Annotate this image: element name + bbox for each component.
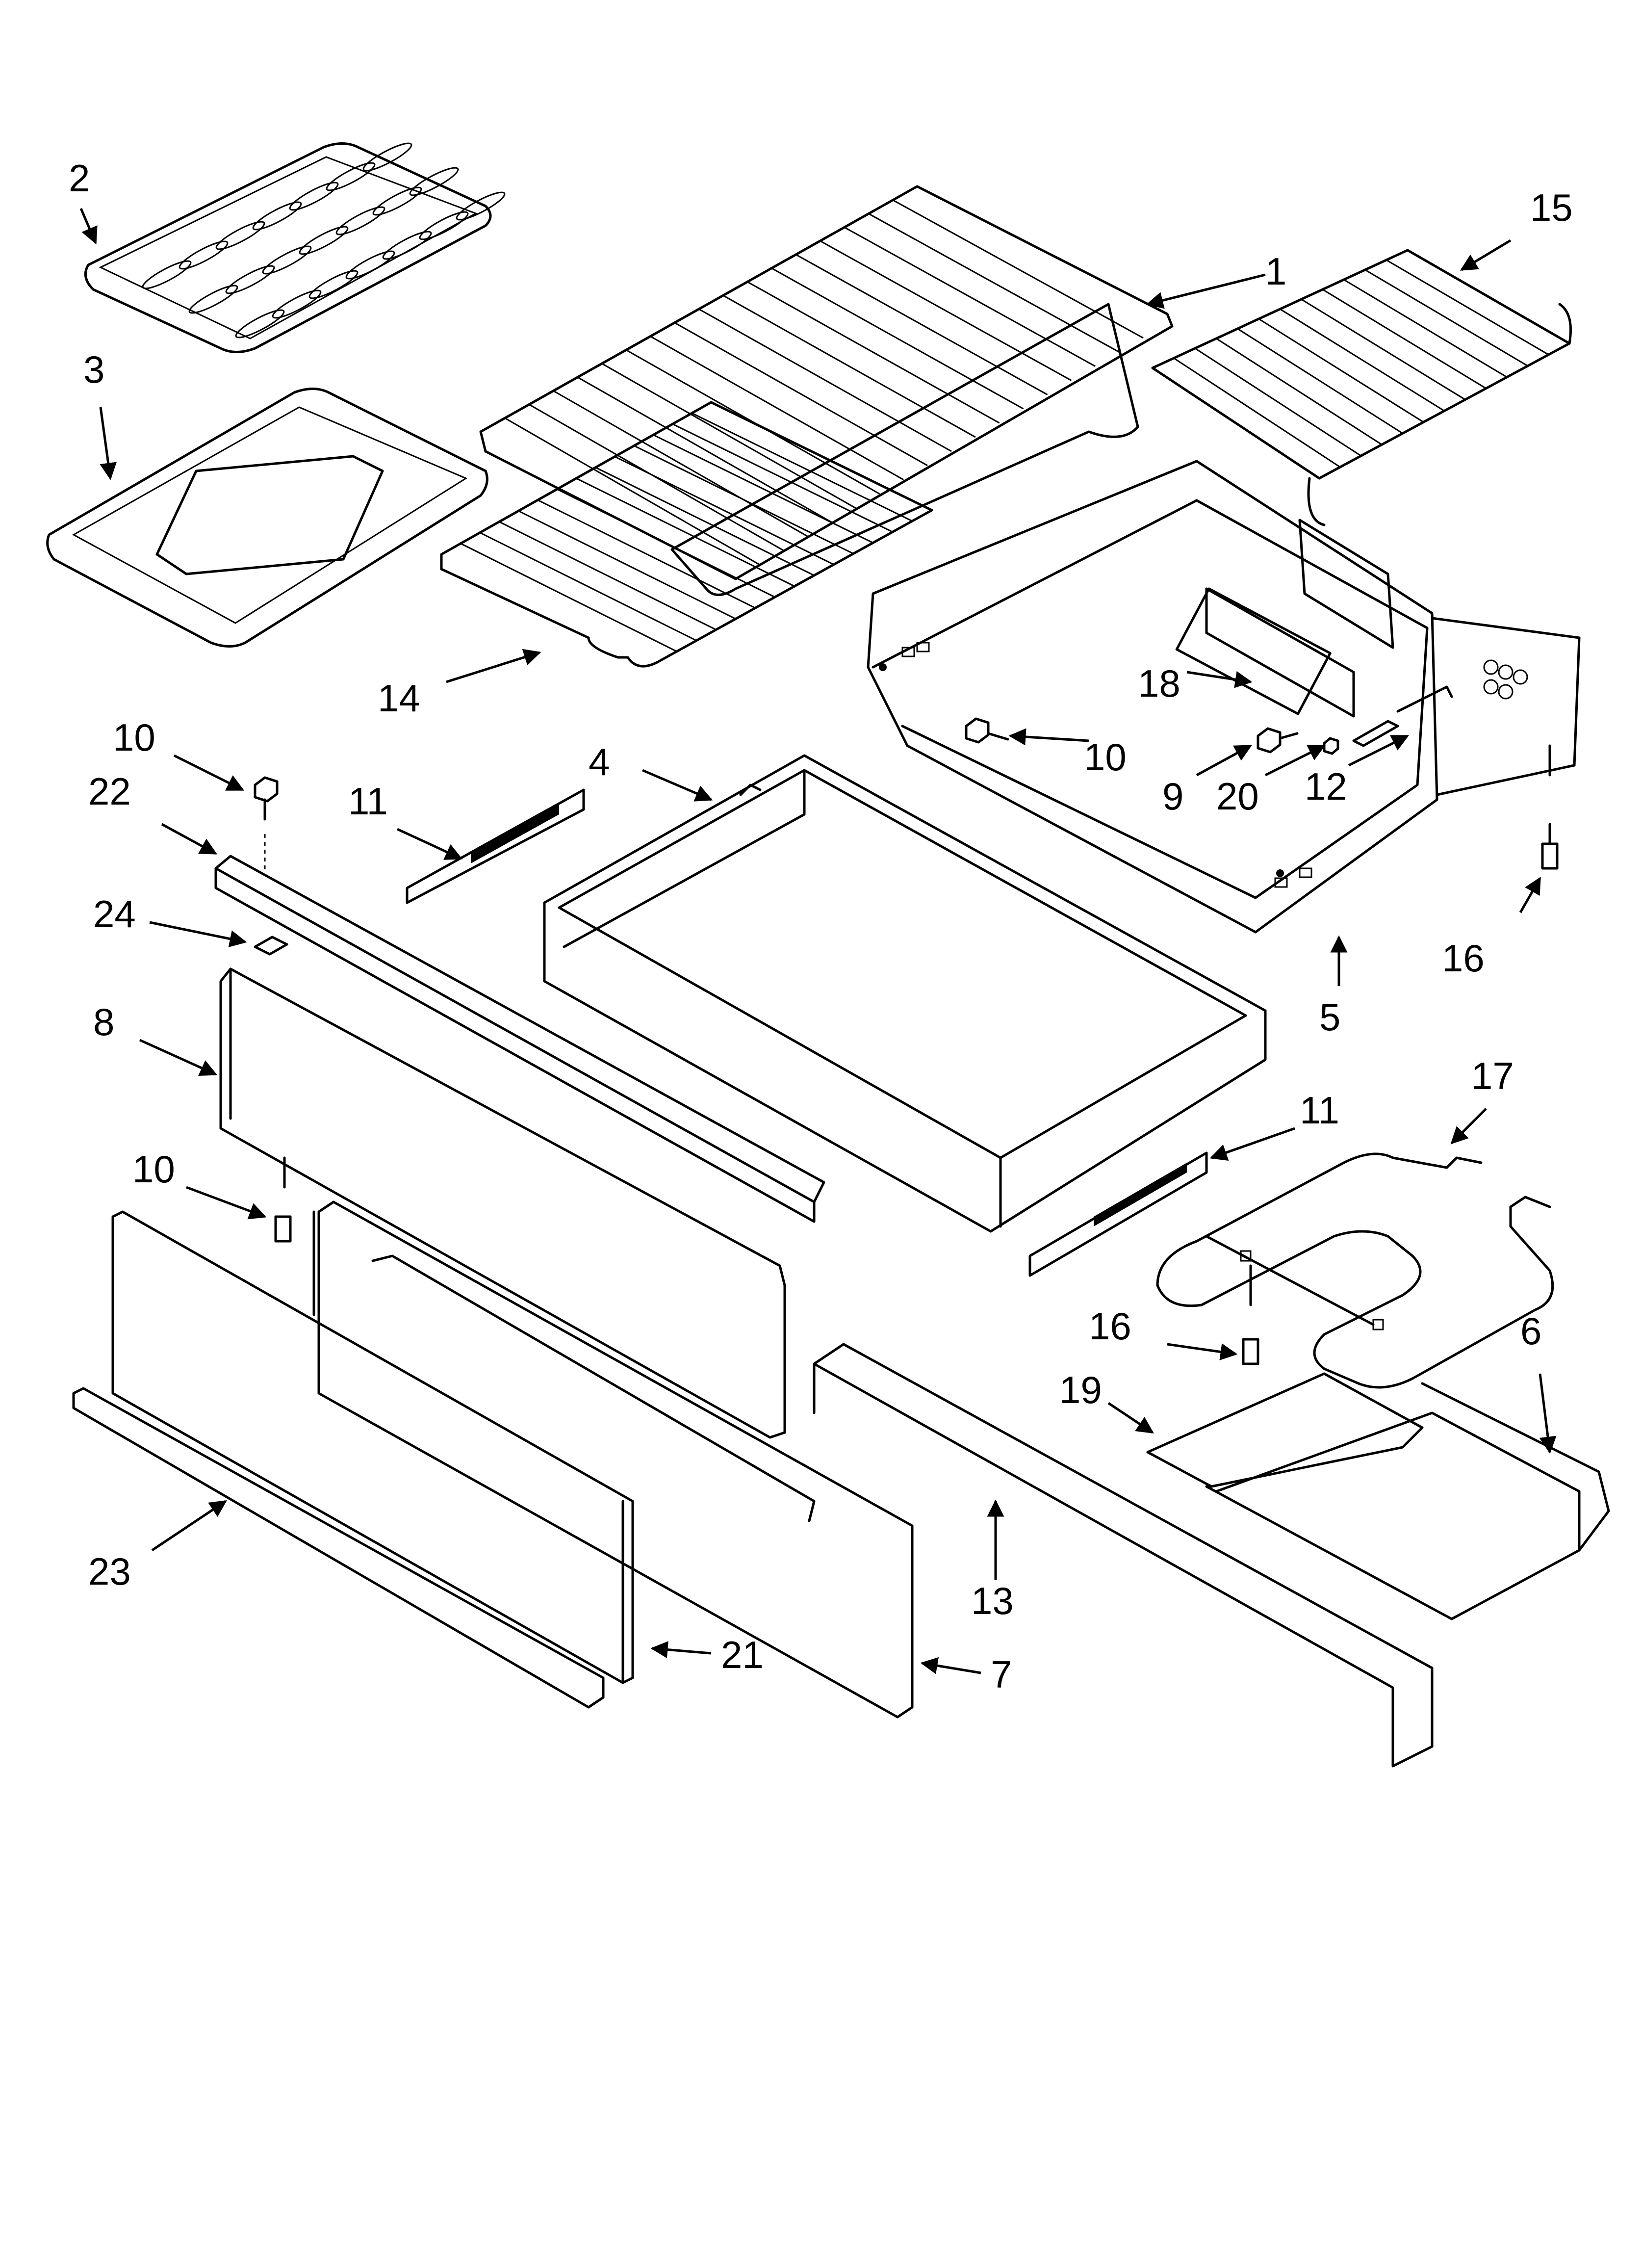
callout-20: 20: [1216, 775, 1259, 818]
half-rack-part: [1151, 249, 1572, 526]
screw-10-left: [254, 776, 279, 873]
drawer-hardware: [965, 685, 1453, 755]
toe-kick-part: [813, 1343, 1434, 1768]
callout-10-lower: 10: [132, 1147, 175, 1191]
callout-13: 13: [971, 1579, 1014, 1622]
callout-1: 1: [1265, 250, 1286, 293]
drawer-body-part: [867, 460, 1581, 934]
callout-11-right: 11: [1300, 1089, 1339, 1132]
trim-strip-part: [214, 855, 825, 1223]
callout-4: 4: [589, 740, 610, 783]
callout-18: 18: [1138, 662, 1180, 705]
callout-12: 12: [1305, 765, 1347, 808]
callout-7: 7: [991, 1653, 1012, 1696]
callout-3: 3: [83, 348, 104, 391]
broiler-grid-part: [84, 142, 506, 353]
broiler-pan-part: [46, 388, 488, 648]
callout-17: 17: [1471, 1054, 1514, 1097]
screw-10-lower: [274, 1156, 292, 1243]
callout-16-lower: 16: [1089, 1304, 1131, 1348]
callout-2: 2: [69, 156, 90, 200]
callout-22: 22: [88, 770, 131, 813]
bottom-trim-part: [72, 1387, 605, 1709]
drawer-front-panel-part: [312, 1200, 914, 1719]
callout-16-upper: 16: [1442, 937, 1485, 980]
callout-6: 6: [1520, 1309, 1541, 1353]
callout-5: 5: [1319, 995, 1340, 1039]
callout-21: 21: [721, 1633, 764, 1676]
callout-10-left: 10: [113, 716, 155, 759]
callout-15: 15: [1530, 186, 1573, 229]
callout-9: 9: [1162, 775, 1183, 818]
drawer-slide-left-part: [406, 788, 585, 904]
callout-14: 14: [378, 677, 420, 720]
oven-rack-lower-part: [440, 401, 933, 668]
callout-24: 24: [93, 892, 136, 936]
leader-lines: [79, 208, 1557, 1674]
element-tray-part: [1146, 1372, 1610, 1620]
clip-24-part: [254, 936, 288, 956]
callout-23: 23: [88, 1550, 131, 1593]
bake-element-part: [1156, 1152, 1554, 1389]
callout-10-right: 10: [1084, 735, 1127, 779]
screw-16-lower: [1242, 1264, 1259, 1365]
insulation-panel-part: [1205, 587, 1355, 718]
callout-8: 8: [93, 1000, 114, 1043]
drawer-inner-panel-part: [219, 967, 786, 1439]
drawer-slide-right-part: [1028, 1151, 1208, 1277]
drawer-pan-part: [543, 754, 1267, 1233]
screw-16-upper: [1541, 744, 1559, 870]
front-glass-part: [111, 1210, 634, 1684]
oven-rack-upper-part: [479, 185, 1174, 596]
callout-11-left: 11: [348, 780, 388, 823]
callout-labels: 2 3 1 15 14 18 10 9 20 12 16 5 4 10 22 1…: [69, 156, 1573, 1696]
callout-19: 19: [1059, 1368, 1102, 1411]
